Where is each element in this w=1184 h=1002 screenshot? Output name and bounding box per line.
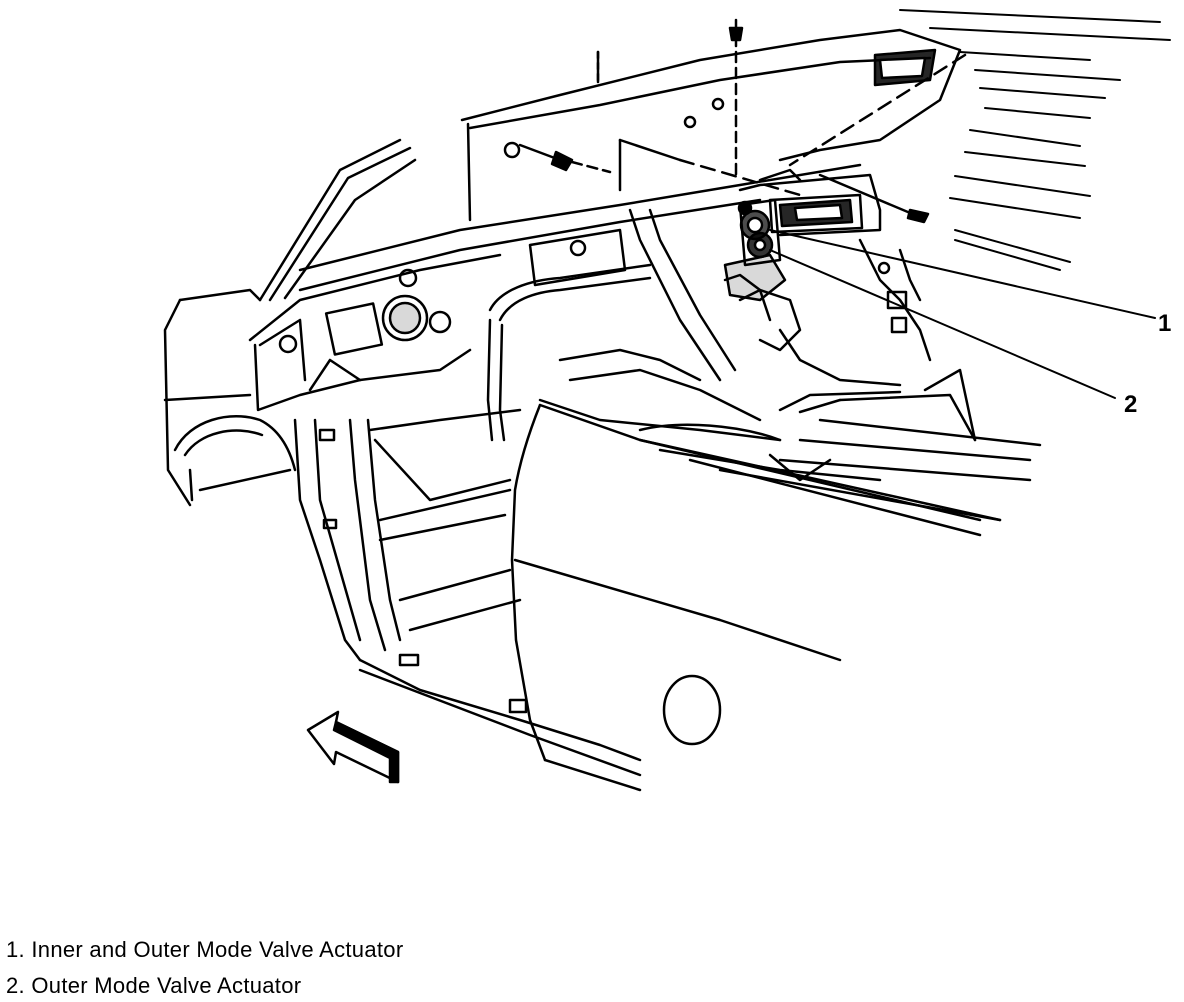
- legend-number: 1: [6, 937, 19, 962]
- door-panel: [510, 403, 1002, 792]
- upper-dash-panel: [460, 18, 967, 224]
- legend-label: Inner and Outer Mode Valve Actuator: [31, 937, 404, 962]
- legend: 1. Inner and Outer Mode Valve Actuator 2…: [6, 932, 403, 1002]
- legend-item: 2. Outer Mode Valve Actuator: [6, 968, 403, 1002]
- a-pillar: [258, 138, 417, 302]
- legend-separator: .: [18, 973, 32, 998]
- mode-valve-actuators: [723, 198, 787, 302]
- legend-item: 1. Inner and Outer Mode Valve Actuator: [6, 932, 403, 968]
- legend-separator: .: [18, 937, 32, 962]
- floor-pan: [358, 408, 642, 777]
- vehicle-line-drawing: [163, 9, 1171, 792]
- callout-leaders: [769, 229, 1156, 399]
- cowl-structure: [248, 163, 862, 412]
- callout-number-2: 2: [1124, 391, 1138, 418]
- front-arrow-icon: [306, 710, 400, 784]
- legend-label: Outer Mode Valve Actuator: [31, 973, 302, 998]
- callout-number-1: 1: [1158, 310, 1172, 337]
- rear-floor: [538, 368, 1042, 537]
- front-fender: [163, 288, 297, 507]
- hinge-pillar: [293, 418, 402, 662]
- center-tunnel: [486, 208, 762, 442]
- legend-number: 2: [6, 973, 19, 998]
- background-hatching: [899, 9, 1171, 271]
